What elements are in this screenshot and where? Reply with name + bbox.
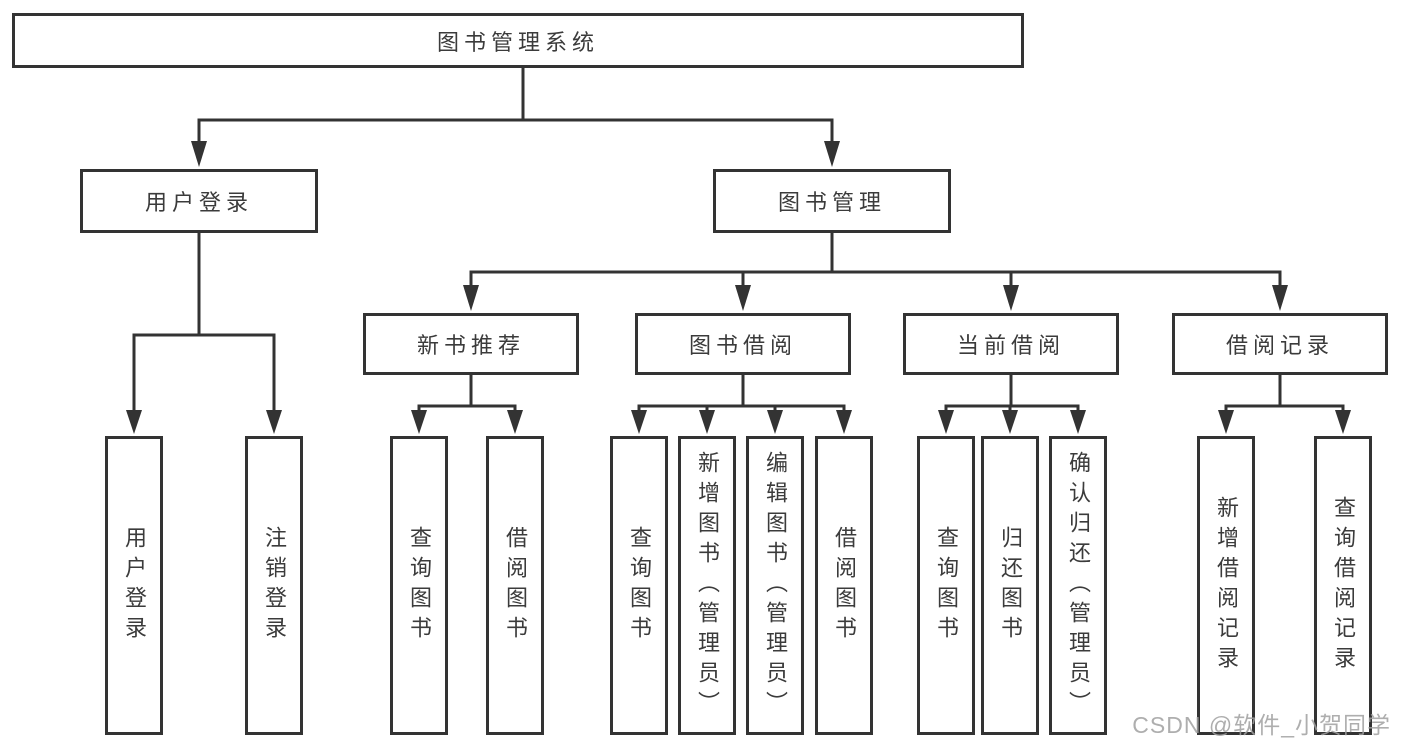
node-label: 新增图书（管理员） — [695, 450, 720, 721]
node-label: 用户登录 — [144, 190, 253, 215]
node-label: 借阅图书 — [832, 525, 857, 646]
node-label: 查询图书 — [934, 525, 959, 646]
node-label: 图书管理 — [777, 190, 886, 215]
node-label: 新书推荐 — [416, 333, 525, 358]
leaf-user-login: 用户登录 — [105, 436, 163, 735]
leaf-confirm-return-admin: 确认归还（管理员） — [1049, 436, 1107, 735]
node-label: 归还图书 — [998, 525, 1023, 646]
leaf-add-books-admin: 新增图书（管理员） — [678, 436, 736, 735]
leaf-edit-books-admin: 编辑图书（管理员） — [746, 436, 804, 735]
node-library-system: 图书管理系统 — [12, 13, 1024, 68]
leaf-query-books: 查询图书 — [610, 436, 668, 735]
node-label: 当前借阅 — [956, 333, 1065, 358]
leaf-borrow-books: 借阅图书 — [486, 436, 544, 735]
csdn-watermark: CSDN @软件_小贺同学 — [1132, 712, 1391, 738]
node-label: 查询图书 — [627, 525, 652, 646]
node-label: 确认归还（管理员） — [1066, 450, 1091, 721]
leaf-return-books: 归还图书 — [981, 436, 1039, 735]
node-label: 用户登录 — [122, 525, 147, 646]
node-label: 图书管理系统 — [436, 29, 599, 55]
node-label: 借阅记录 — [1225, 333, 1334, 358]
node-label: 注销登录 — [262, 525, 287, 646]
node-label: 新增借阅记录 — [1214, 495, 1239, 676]
node-new-book-recommend: 新书推荐 — [363, 313, 579, 375]
leaf-logout-login: 注销登录 — [245, 436, 303, 735]
node-current-borrowing: 当前借阅 — [903, 313, 1119, 375]
leaf-query-books: 查询图书 — [390, 436, 448, 735]
node-label: 查询借阅记录 — [1331, 495, 1356, 676]
leaf-add-borrow-record: 新增借阅记录 — [1197, 436, 1255, 735]
node-borrow-records: 借阅记录 — [1172, 313, 1388, 375]
leaf-query-books: 查询图书 — [917, 436, 975, 735]
node-book-management: 图书管理 — [713, 169, 951, 233]
node-label: 查询图书 — [407, 525, 432, 646]
leaf-borrow-books: 借阅图书 — [815, 436, 873, 735]
leaf-query-borrow-record: 查询借阅记录 — [1314, 436, 1372, 735]
node-user-login: 用户登录 — [80, 169, 318, 233]
node-label: 编辑图书（管理员） — [763, 450, 788, 721]
node-label: 图书借阅 — [688, 333, 797, 358]
node-book-borrowing: 图书借阅 — [635, 313, 851, 375]
node-label: 借阅图书 — [503, 525, 528, 646]
